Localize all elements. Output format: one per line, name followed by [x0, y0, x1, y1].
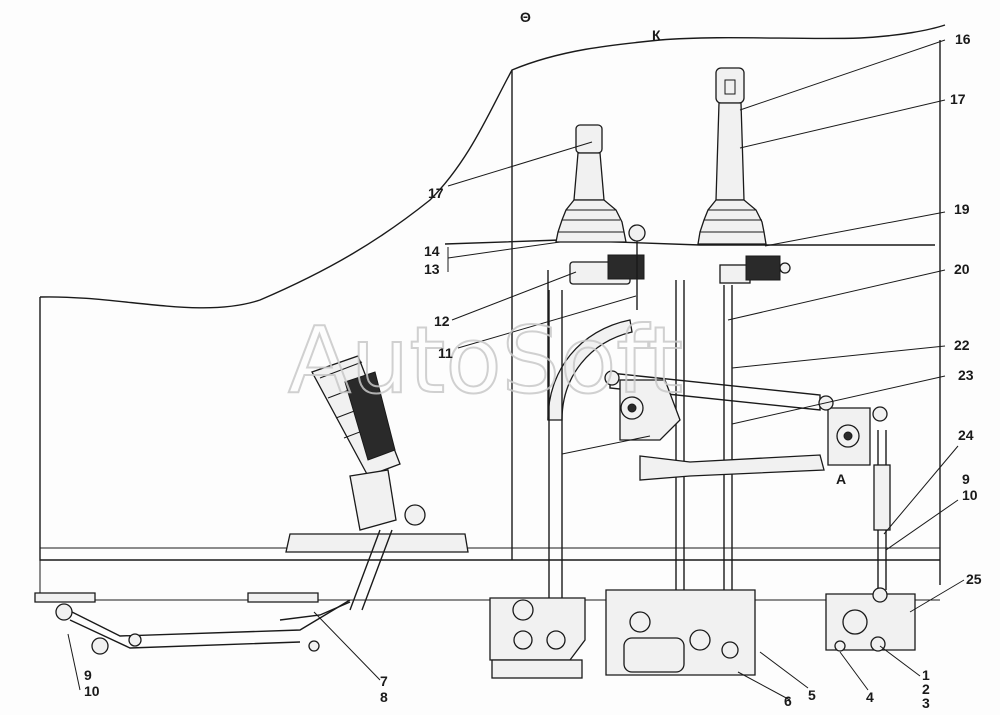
callout-4: 4 — [866, 689, 874, 705]
callout-20: 20 — [954, 261, 970, 277]
callout-14: 14 — [424, 243, 440, 259]
callout-10-right: 10 — [962, 487, 978, 503]
callout-16: 16 — [955, 31, 971, 47]
callout-5: 5 — [808, 687, 816, 703]
callout-1: 1 — [922, 667, 930, 683]
callout-9-right: 9 — [962, 471, 970, 487]
leader-lines — [67, 39, 965, 701]
callout-19: 19 — [954, 201, 970, 217]
callout-17-left: 17 — [428, 185, 444, 201]
bellcrank-plates — [604, 370, 888, 466]
callout-6: 6 — [784, 693, 792, 709]
gear-lever-right — [697, 67, 767, 245]
callout-23: 23 — [958, 367, 974, 383]
sector-quadrant — [547, 270, 633, 600]
callout-2: 2 — [922, 681, 930, 697]
callout-11: 11 — [438, 345, 453, 361]
callout-9-left: 9 — [84, 667, 92, 683]
callout-22: 22 — [954, 337, 970, 353]
callout-12: 12 — [434, 313, 450, 329]
callout-7: 7 — [380, 673, 388, 689]
callout-10-left: 10 — [84, 683, 100, 699]
callout-24: 24 — [958, 427, 974, 443]
gear-lever-left — [555, 124, 627, 243]
section-mark-label: К — [652, 27, 661, 43]
callout-17-right: 17 — [950, 91, 966, 107]
callout-25: 25 — [966, 571, 982, 587]
view-mark-label: Θ — [520, 9, 531, 25]
callout-3: 3 — [922, 695, 930, 711]
callout-a: A — [836, 471, 846, 487]
control-rods — [548, 280, 891, 600]
callout-13: 13 — [424, 261, 440, 277]
callout-8: 8 — [380, 689, 388, 705]
lower-linkage — [34, 592, 351, 655]
gearbox-housings — [489, 587, 916, 679]
lever-mounts — [569, 224, 791, 310]
watermark-text: AutoSoft — [288, 307, 683, 414]
pedal-assembly — [285, 355, 469, 611]
